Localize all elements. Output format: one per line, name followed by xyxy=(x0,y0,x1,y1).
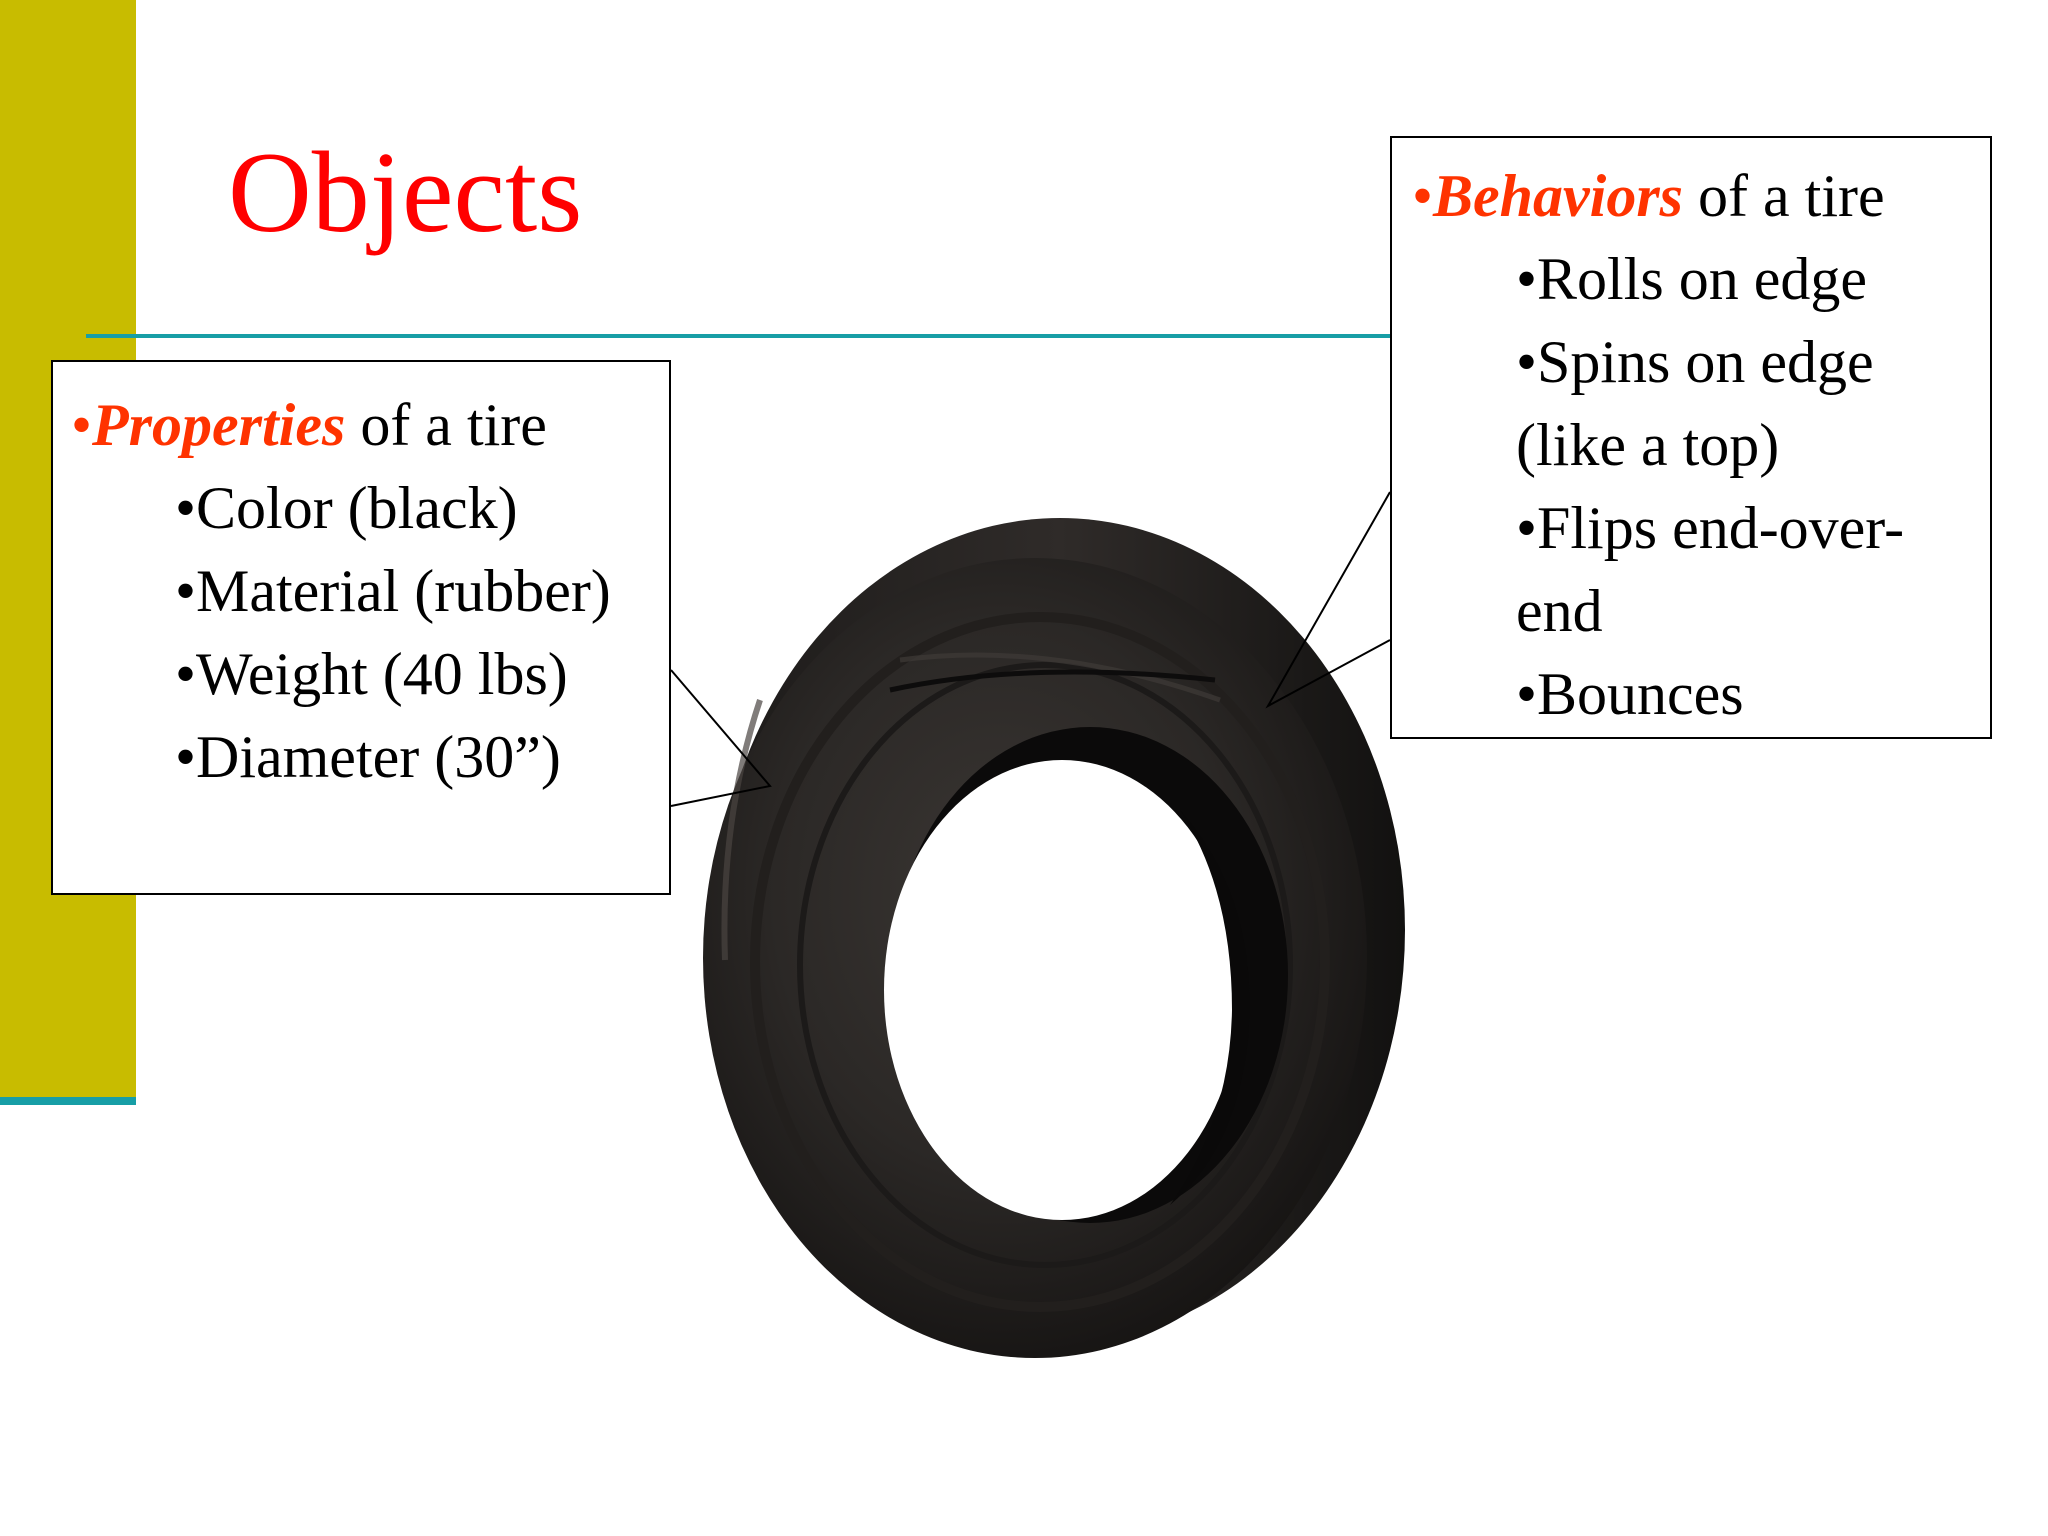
properties-item-diameter: •Diameter (30”) xyxy=(175,724,561,790)
tire-hole xyxy=(884,760,1240,1220)
properties-heading-rest: of a tire xyxy=(345,392,547,458)
behaviors-item-rolls: •Rolls on edge xyxy=(1516,246,1867,312)
properties-pointer xyxy=(670,669,772,807)
behaviors-heading-rest: of a tire xyxy=(1683,163,1885,229)
title-divider xyxy=(86,334,1406,338)
behaviors-pointer xyxy=(1265,491,1391,709)
properties-heading: •Properties of a tire xyxy=(71,384,669,467)
properties-list: •Color (black) •Material (rubber) •Weigh… xyxy=(71,467,669,799)
behaviors-item-spins: •Spins on edge (like a top) xyxy=(1516,329,1874,478)
properties-keyword: Properties xyxy=(92,392,346,458)
tire-inner-bead xyxy=(1170,810,1250,1205)
behaviors-callout: •Behaviors of a tire •Rolls on edge •Spi… xyxy=(1390,136,1992,739)
properties-item-material: •Material (rubber) xyxy=(175,558,611,624)
behaviors-heading: •Behaviors of a tire xyxy=(1412,155,1990,238)
slide-title: Objects xyxy=(228,129,583,257)
tire-wear-mark xyxy=(721,699,763,961)
tire-crack xyxy=(889,669,1216,693)
properties-heading-bullet: • xyxy=(71,392,93,458)
behaviors-item-bounces: •Bounces xyxy=(1516,661,1744,727)
properties-callout: •Properties of a tire •Color (black) •Ma… xyxy=(51,360,671,895)
tire-sidewall-ring-inner xyxy=(797,662,1293,1268)
behaviors-list: •Rolls on edge •Spins on edge (like a to… xyxy=(1412,238,1990,736)
tire-sidewall-ring xyxy=(750,612,1330,1312)
behaviors-keyword: Behaviors xyxy=(1433,163,1684,229)
properties-item-color: •Color (black) xyxy=(175,475,518,541)
behaviors-item-flips: •Flips end-over-end xyxy=(1516,495,1905,644)
tire-wear-mark-2 xyxy=(899,652,1221,703)
behaviors-heading-bullet: • xyxy=(1412,163,1434,229)
properties-item-weight: •Weight (40 lbs) xyxy=(175,641,568,707)
accent-side-bar-edge xyxy=(0,1097,136,1105)
